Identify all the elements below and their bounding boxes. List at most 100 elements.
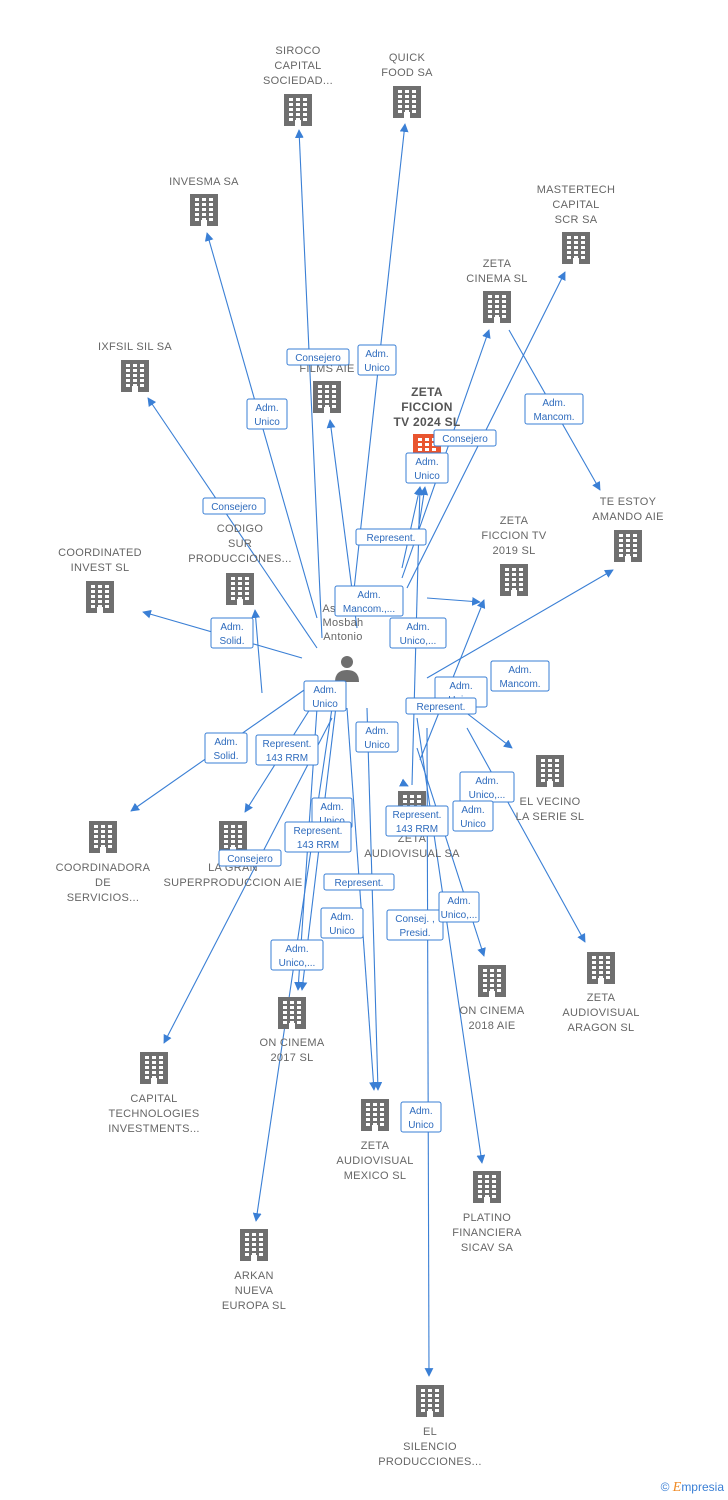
edge-role-label[interactable]: Adm.Mancom.,... bbox=[334, 585, 404, 617]
edge-role-label[interactable]: Consejero bbox=[433, 429, 497, 447]
node-label-line: INVESTMENTS... bbox=[108, 1123, 200, 1135]
edge-role-label[interactable]: Represent.143 RRM bbox=[284, 821, 352, 853]
node-label-films[interactable]: FILMS AIE bbox=[299, 363, 354, 375]
edge-role-line: Consejero bbox=[211, 502, 257, 513]
edge-role-label[interactable]: Consej. ,Presid. bbox=[386, 909, 444, 941]
building-icon[interactable] bbox=[190, 194, 218, 226]
edge-role-line: Adm. bbox=[365, 726, 388, 737]
edge-role-label[interactable]: Adm.Mancom. bbox=[524, 393, 584, 425]
building-icon[interactable] bbox=[536, 755, 564, 787]
building-icon[interactable] bbox=[89, 821, 117, 853]
edge-role-label[interactable]: Consejero bbox=[286, 348, 350, 366]
node-label-line: EL bbox=[423, 1426, 437, 1438]
edge-role-label[interactable]: Adm.Unico bbox=[355, 721, 399, 753]
edge-role-line: Consej. , bbox=[395, 914, 434, 925]
edge-role-text: Represent. bbox=[417, 702, 466, 713]
edge-role-label[interactable]: Adm.Unico,... bbox=[459, 771, 515, 803]
edge-role-text: Consejero bbox=[211, 502, 257, 513]
edge-role-label[interactable]: Represent.143 RRM bbox=[385, 805, 449, 837]
node-label-ixfsil[interactable]: IXFSIL SIL SA bbox=[98, 341, 172, 353]
building-icon[interactable] bbox=[393, 86, 421, 118]
edge-role-line: Represent. bbox=[263, 739, 312, 750]
building-icon[interactable] bbox=[284, 94, 312, 126]
edge-role-label[interactable]: Adm.Unico,... bbox=[389, 617, 447, 649]
node-label-line: ARAGON SL bbox=[568, 1022, 635, 1034]
edge-role-line: Adm. bbox=[475, 776, 498, 787]
node-label-line: CINEMA SL bbox=[466, 273, 527, 285]
empresia-logo-text: mpresia bbox=[681, 1480, 724, 1494]
building-icon[interactable] bbox=[562, 232, 590, 264]
building-icon[interactable] bbox=[478, 965, 506, 997]
building-icon[interactable] bbox=[240, 1229, 268, 1261]
building-icon[interactable] bbox=[278, 997, 306, 1029]
node-label-line: FICCION bbox=[401, 400, 452, 414]
building-icon[interactable] bbox=[483, 291, 511, 323]
edge-role-label[interactable]: Adm.Unico bbox=[320, 907, 364, 939]
empresia-footer[interactable]: © Empresia bbox=[661, 1480, 724, 1496]
edge-role-label[interactable]: Represent.143 RRM bbox=[255, 734, 319, 766]
building-icon[interactable] bbox=[361, 1099, 389, 1131]
node-label-line: INVEST SL bbox=[71, 562, 130, 574]
edge-role-label[interactable]: Adm.Unico bbox=[400, 1101, 442, 1133]
edge-role-label[interactable]: Represent. bbox=[405, 697, 477, 715]
building-icon[interactable] bbox=[313, 381, 341, 413]
building-icon[interactable] bbox=[226, 573, 254, 605]
edge-role-label[interactable]: Adm.Unico,... bbox=[270, 939, 324, 971]
edge-role-text: Adm.Solid. bbox=[213, 737, 238, 762]
edge-role-line: Adm. bbox=[508, 665, 531, 676]
edge-role-label[interactable]: Adm.Solid. bbox=[204, 732, 248, 764]
edge-role-text: Consej. ,Presid. bbox=[395, 914, 434, 939]
building-icon[interactable] bbox=[587, 952, 615, 984]
edge-role-label[interactable]: Consejero bbox=[218, 849, 282, 867]
node-label-line: SUR bbox=[228, 538, 252, 550]
edge-role-line: Adm. bbox=[330, 912, 353, 923]
node-label-invesma[interactable]: INVESMA SA bbox=[169, 176, 239, 188]
building-icon[interactable] bbox=[219, 821, 247, 853]
edge-role-label[interactable]: Represent. bbox=[323, 873, 395, 891]
edge-role-text: Adm.Mancom. bbox=[499, 665, 540, 690]
node-label-line: SCR SA bbox=[555, 214, 598, 226]
edge-role-label[interactable]: Adm.Unico bbox=[357, 344, 397, 376]
node-label-line: PRODUCCIONES... bbox=[188, 553, 292, 565]
edge-role-label[interactable]: Represent. bbox=[355, 528, 427, 546]
building-icon[interactable] bbox=[121, 360, 149, 392]
edge-role-label[interactable]: Adm.Solid. bbox=[210, 617, 254, 649]
building-icon[interactable] bbox=[473, 1171, 501, 1203]
edge-role-label[interactable]: Adm.Unico bbox=[452, 800, 494, 832]
building-icon[interactable] bbox=[614, 530, 642, 562]
node-label-line: 2017 SL bbox=[270, 1052, 313, 1064]
edge-role-label[interactable]: Consejero bbox=[202, 497, 266, 515]
person-icon[interactable] bbox=[335, 656, 359, 682]
building-icon[interactable] bbox=[416, 1385, 444, 1417]
edge-role-label[interactable]: Adm.Unico,... bbox=[438, 891, 480, 923]
building-icon[interactable] bbox=[86, 581, 114, 613]
edge-role-label[interactable]: Adm.Mancom. bbox=[490, 660, 550, 692]
building-icon[interactable] bbox=[140, 1052, 168, 1084]
edge-role-label[interactable]: Adm.Unico bbox=[405, 452, 449, 484]
edge-role-line: Adm. bbox=[365, 349, 388, 360]
building-icon[interactable] bbox=[500, 564, 528, 596]
edge-role-label[interactable]: Adm.Unico bbox=[246, 398, 288, 430]
edge-role-line: Unico,... bbox=[400, 636, 437, 647]
edge-role-label[interactable]: Adm.Unico bbox=[303, 680, 347, 712]
node-label-line: ON CINEMA bbox=[459, 1005, 524, 1017]
